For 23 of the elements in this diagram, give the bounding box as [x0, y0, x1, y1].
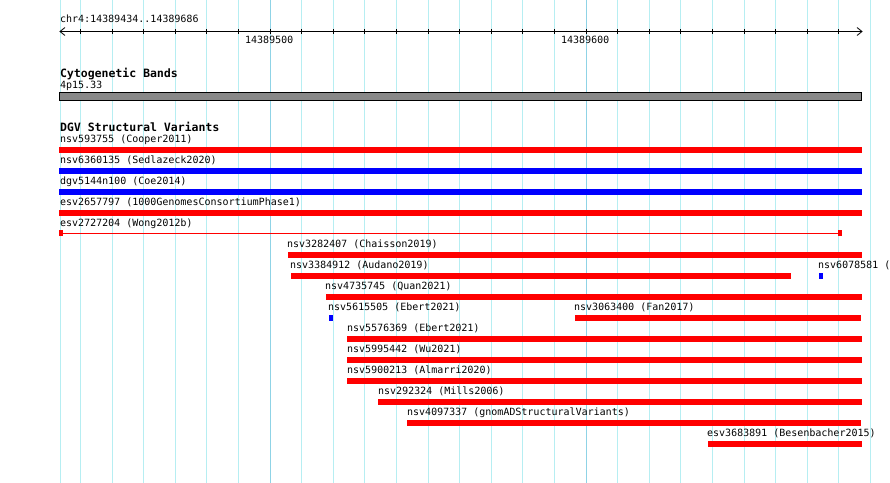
tick-label: 14389600	[561, 35, 610, 47]
feature-label: 4p15.33	[60, 80, 102, 92]
feature-label: nsv6078581 (	[818, 260, 890, 272]
track-title: DGV Structural Variants	[60, 121, 220, 134]
feature-label: nsv3282407 (Chaisson2019)	[287, 239, 438, 251]
feature-label: nsv292324 (Mills2006)	[378, 386, 504, 398]
feature-label: nsv3063400 (Fan2017)	[574, 302, 694, 314]
feature-label: nsv4097337 (gnomADStructuralVariants)	[407, 407, 630, 419]
feature-label: nsv5576369 (Ebert2021)	[347, 323, 480, 335]
tick-label: 14389500	[245, 35, 294, 47]
feature-label: nsv4735745 (Quan2021)	[325, 281, 452, 293]
feature-label: nsv5995442 (Wu2021)	[347, 344, 462, 356]
feature-label: dgv5144n100 (Coe2014)	[60, 176, 186, 188]
feature-label: nsv3384912 (Audano2019)	[290, 260, 428, 272]
feature-label: esv3683891 (Besenbacher2015)	[707, 428, 876, 440]
feature-label: nsv6360135 (Sedlazeck2020)	[60, 155, 217, 167]
feature-label: nsv5900213 (Almarri2020)	[347, 365, 492, 377]
feature-label: esv2727204 (Wong2012b)	[60, 218, 192, 230]
track-title: Cytogenetic Bands	[60, 67, 178, 80]
feature-label: nsv5615505 (Ebert2021)	[328, 302, 460, 314]
feature-label: nsv593755 (Cooper2011)	[60, 134, 192, 146]
coordinate-label: chr4:14389434..14389686	[60, 14, 198, 26]
feature-label: esv2657797 (1000GenomesConsortiumPhase1)	[60, 197, 301, 209]
